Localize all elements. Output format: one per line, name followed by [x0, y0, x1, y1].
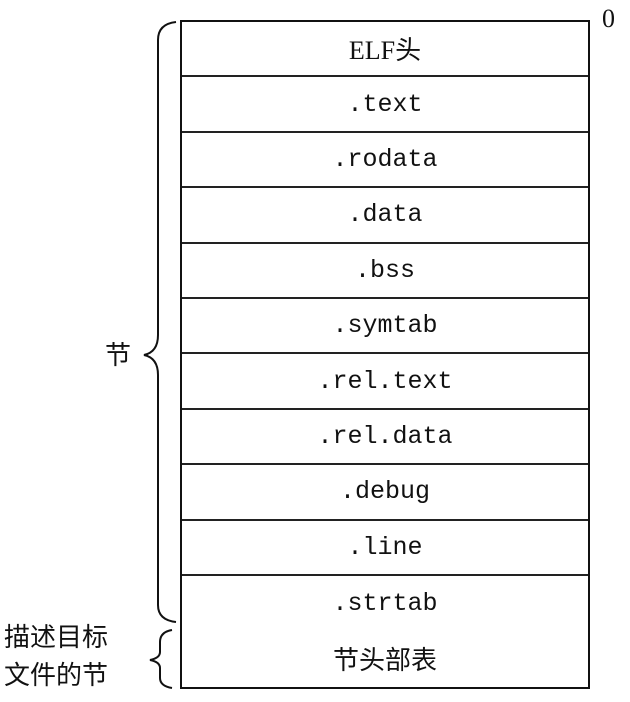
footer-label-line1: 描述目标: [4, 623, 109, 653]
section-row: .symtab: [182, 299, 588, 355]
section-row: .bss: [182, 244, 588, 299]
footer-brace: [149, 629, 173, 689]
sections-brace: [143, 21, 177, 623]
sections-label: 节: [105, 341, 132, 371]
section-row: .data: [182, 188, 588, 244]
section-row: .debug: [182, 465, 588, 521]
footer-label-line2: 文件的节: [4, 661, 109, 691]
section-row: .rel.data: [182, 410, 588, 466]
section-row: .strtab: [332, 589, 438, 619]
elf-header-row: ELF头: [182, 22, 588, 78]
offset-zero-label: 0: [602, 4, 615, 33]
section-row: .line: [182, 521, 588, 576]
section-row: .rel.text: [182, 354, 588, 410]
section-row: .rodata: [182, 133, 588, 189]
section-header-table-row: 节头部表: [332, 646, 437, 676]
section-row: .text: [182, 77, 588, 133]
elf-layout-table: ELF头 .text.rodata.data.bss.symtab.rel.te…: [180, 20, 590, 689]
